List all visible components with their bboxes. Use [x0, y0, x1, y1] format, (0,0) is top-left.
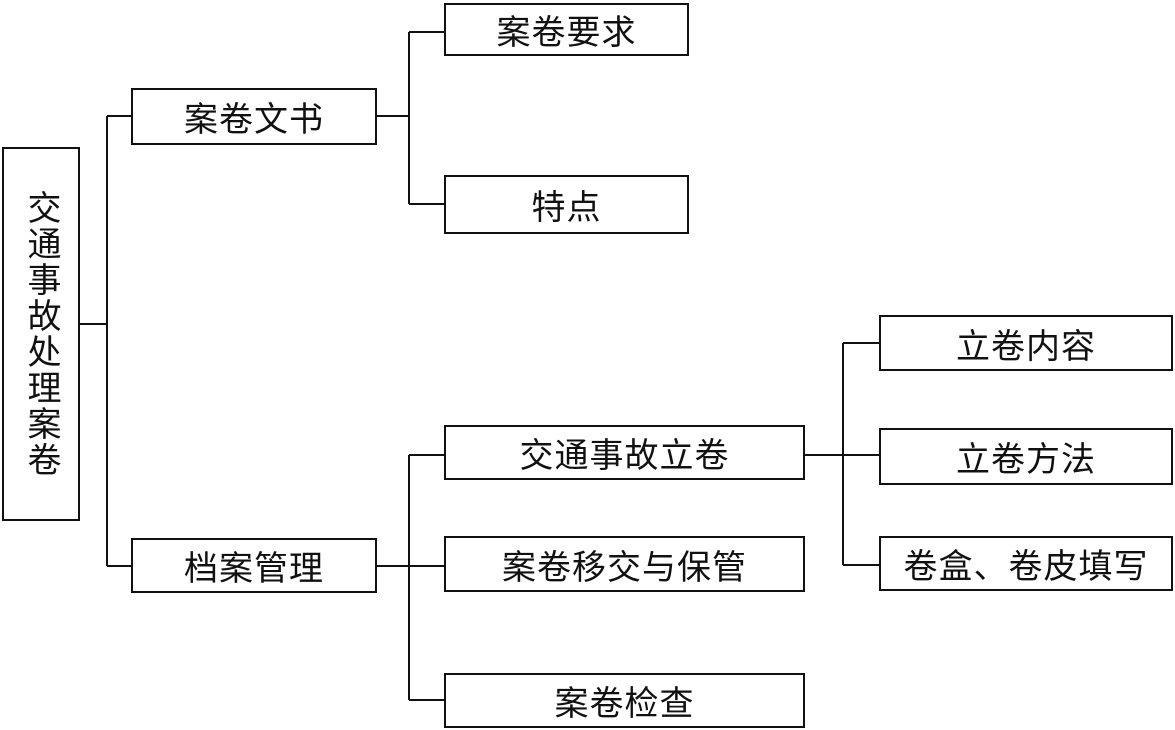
- node-inspection-label: 案卷检查: [554, 684, 695, 724]
- node-box-cover: 卷盒、卷皮填写: [879, 536, 1173, 591]
- node-filing: 交通事故立卷: [444, 425, 805, 480]
- node-inspection: 案卷检查: [444, 673, 805, 728]
- node-features: 特点: [444, 175, 689, 234]
- node-content-label: 立卷内容: [956, 326, 1096, 367]
- node-content: 立卷内容: [879, 315, 1173, 371]
- node-docs-label: 案卷文书: [184, 100, 324, 140]
- node-docs: 案卷文书: [131, 88, 377, 145]
- root-node: 交通事故处理案卷: [2, 147, 80, 521]
- node-box-cover-label: 卷盒、卷皮填写: [903, 547, 1149, 587]
- node-features-label: 特点: [531, 188, 602, 228]
- node-archive-label: 档案管理: [184, 549, 324, 589]
- root-node-label: 交通事故处理案卷: [21, 190, 61, 478]
- node-transfer-label: 案卷移交与保管: [502, 547, 747, 588]
- node-transfer: 案卷移交与保管: [444, 536, 805, 592]
- node-method: 立卷方法: [879, 428, 1173, 485]
- node-requirements-label: 案卷要求: [496, 13, 637, 53]
- node-filing-label: 交通事故立卷: [519, 436, 730, 476]
- node-archive: 档案管理: [131, 538, 377, 593]
- node-requirements: 案卷要求: [444, 3, 689, 56]
- node-method-label: 立卷方法: [956, 440, 1096, 480]
